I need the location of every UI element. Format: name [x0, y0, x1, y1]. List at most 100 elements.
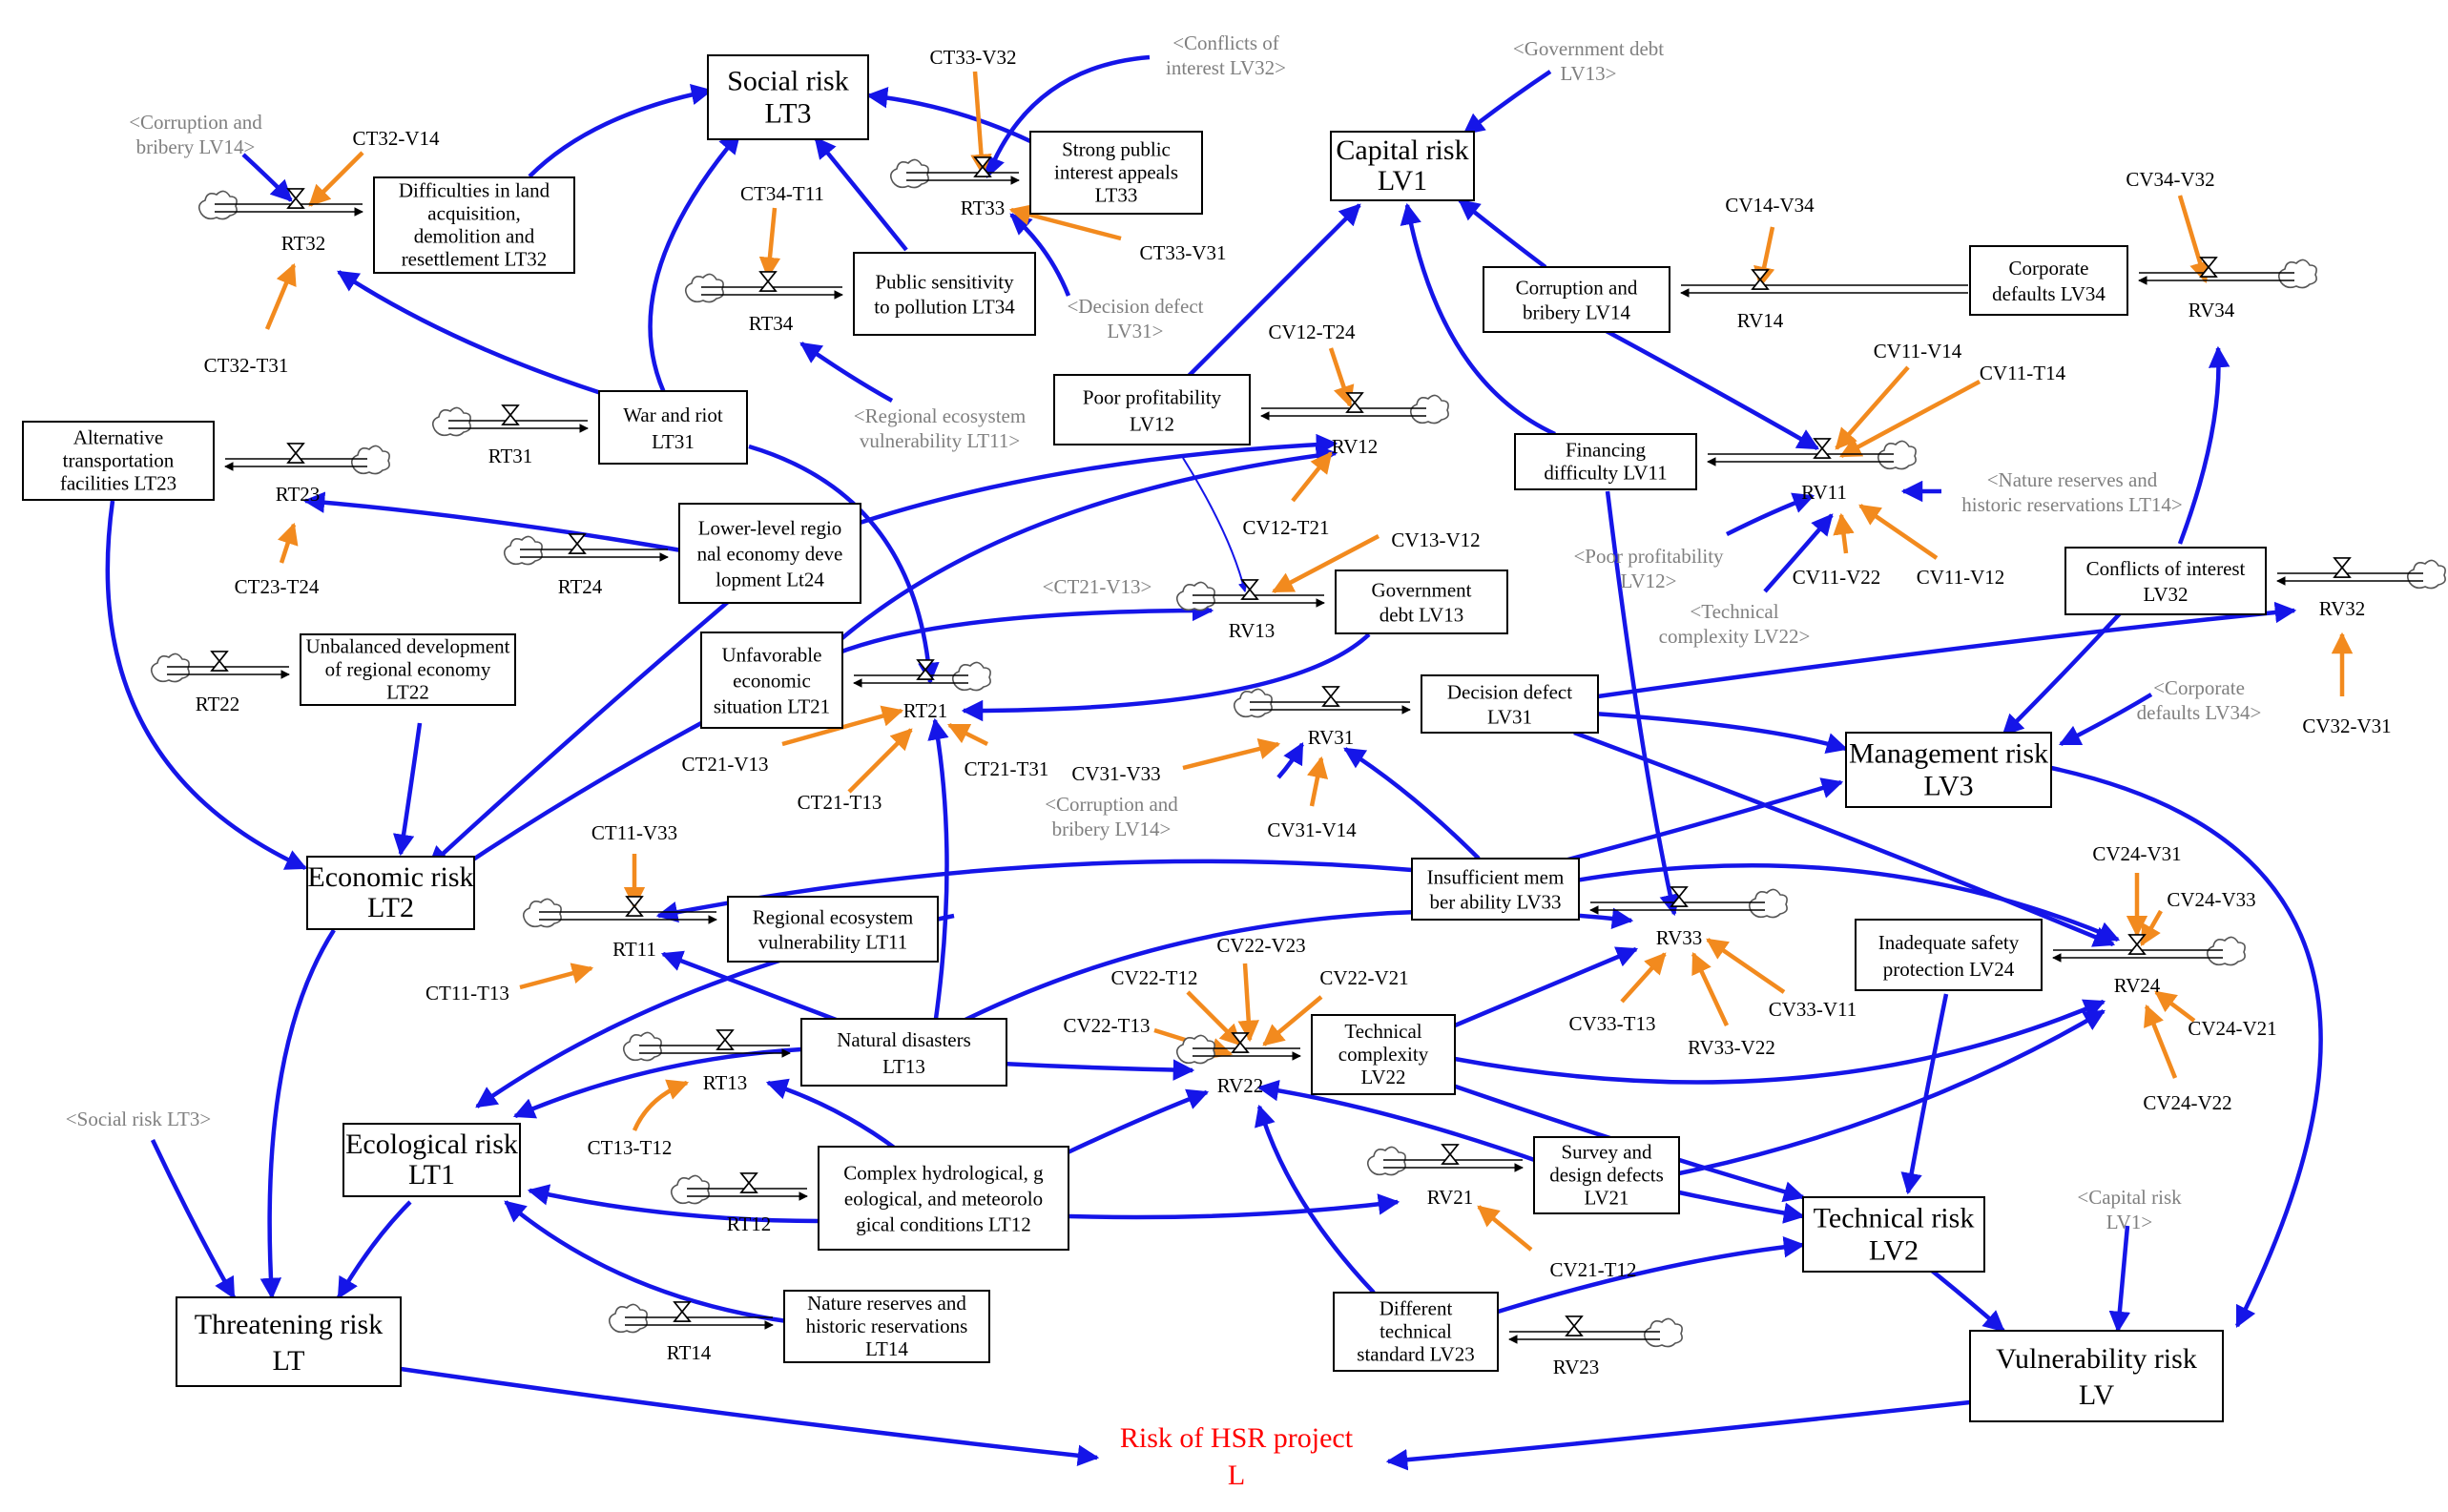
valve-icon — [568, 533, 587, 554]
olink-ct32-t31 — [264, 262, 297, 330]
stock-box — [700, 632, 843, 729]
constant-label-cv21-t12: CV21-T12 — [1550, 1258, 1637, 1281]
flow-rv12 — [1260, 392, 1449, 425]
link-threatening-to-target — [400, 1366, 1100, 1466]
shadow-text-line: <Poor profitability — [1573, 545, 1724, 568]
constant-label-cv31-v14: CV31-V14 — [1267, 818, 1357, 841]
link-complex-to-rt13 — [765, 1078, 899, 1151]
link-decision-to-rv24 — [1573, 730, 2116, 947]
link-lowerlevel-to-rv12 — [839, 433, 1338, 532]
stock-text-line: interest appeals — [1054, 161, 1178, 184]
stock-text-line: LV2 — [1869, 1235, 1919, 1267]
olink-cv11-v22 — [1833, 512, 1855, 554]
stock-text-line: difficulty LV11 — [1544, 462, 1667, 485]
stock-text-line: transportation — [63, 449, 175, 472]
olink-cv13-v12 — [1272, 534, 1380, 593]
stock-text-line: Regional ecosystem — [753, 905, 914, 928]
shadow-text-line: LV31> — [1108, 320, 1164, 342]
constant-label-cv12-t21: CV12-T21 — [1243, 516, 1330, 539]
link-conflicts-to-management — [2002, 609, 2125, 736]
stock-text-line: Different — [1380, 1297, 1453, 1320]
shadow-text-line: bribery LV14> — [1052, 818, 1172, 840]
flow-rv31 — [1233, 686, 1411, 718]
stock-text-line: Inadequate safety — [1878, 931, 2020, 954]
constant-label-ct23-t24: CT23-T24 — [235, 575, 320, 598]
stock-box — [800, 1018, 1007, 1087]
olink-cv24-v21 — [2154, 990, 2196, 1023]
cloud-icon — [350, 445, 390, 475]
shadow-text-line: LV13> — [1561, 62, 1617, 85]
olink-cv12-t21 — [1291, 451, 1333, 503]
link-ecological-to-threatening — [337, 1200, 412, 1299]
olink-cv11-v12 — [1858, 504, 1939, 560]
constant-label-ct11-v33: CT11-V33 — [591, 821, 677, 844]
cloud-icon — [951, 661, 991, 692]
link-poorprofit-to-capital — [1181, 203, 1361, 383]
valve-icon — [625, 896, 644, 917]
olink-cv11-t14 — [1839, 380, 1981, 458]
shadow-text-line: bribery LV14> — [136, 135, 256, 158]
link-different-to-technicalrisk — [1497, 1235, 1806, 1315]
constant-label-ct33-v31: CT33-V31 — [1140, 241, 1227, 264]
flow-pipes — [150, 156, 2446, 1348]
stock-text-line: Alternative — [73, 426, 163, 449]
link-conflicts-to-rv34 — [2177, 345, 2230, 545]
stock-text-line: Threatening risk — [195, 1309, 383, 1340]
cloud-icon — [889, 158, 929, 189]
olink-cv31-v33 — [1182, 737, 1281, 771]
link-shadow-conflicts-to-rt33 — [984, 54, 1151, 179]
flow-rt31 — [431, 404, 589, 437]
link-poorprofit-to-rv13 — [1182, 457, 1248, 592]
cloud-icon — [522, 898, 562, 928]
stock-box — [306, 856, 475, 930]
stock-text-line: Technical risk — [1814, 1203, 1975, 1234]
stock-box — [22, 421, 215, 501]
stock-text-line: Economic risk — [307, 861, 473, 893]
cloud-icon — [1643, 1317, 1683, 1348]
valve-icon — [1240, 579, 1259, 600]
stock-text-line: Difficulties in land — [399, 179, 550, 202]
constant-label-cv34-v32: CV34-V32 — [2126, 168, 2214, 191]
shadow-text-line: <Government debt — [1513, 37, 1664, 60]
link-complex-to-rv22 — [1063, 1088, 1210, 1157]
stock-difficulties-land: Difficulties in landacquisition,demoliti… — [373, 176, 575, 274]
flow-rt21 — [853, 659, 991, 692]
valve-label-rv14: RV14 — [1737, 309, 1784, 332]
stock-box — [342, 1123, 521, 1197]
valve-label-rv32: RV32 — [2319, 597, 2366, 620]
stock-text-line: LV1 — [1378, 165, 1427, 197]
shadow-text-line: <CT21-V13> — [1043, 575, 1152, 598]
stock-text-line: facilities LT23 — [60, 472, 176, 495]
link-natural-to-rv33 — [943, 907, 1634, 1032]
valve-label-rt32: RT32 — [281, 232, 326, 255]
cloud-icon — [2406, 559, 2446, 590]
link-natural-to-rt21 — [927, 717, 949, 1026]
valve-label-rv11: RV11 — [1801, 481, 1847, 504]
link-unbalanced-to-economic — [392, 722, 423, 857]
valve-icon — [1813, 438, 1832, 459]
stock-box — [853, 252, 1036, 336]
stock-text-line: Poor profitability — [1083, 385, 1222, 408]
valve-icon — [1751, 269, 1770, 290]
shadow-text-line: <Conflicts of — [1172, 31, 1279, 54]
flow-rv33 — [1589, 886, 1788, 919]
olink-cv24-v33 — [2140, 909, 2163, 946]
olink-cv33-v11 — [1706, 938, 1786, 994]
valve-icon — [286, 188, 305, 209]
stock-box — [1483, 266, 1670, 333]
valve-label-rv12: RV12 — [1332, 435, 1379, 458]
link-economic-to-threatening — [259, 928, 336, 1300]
link-survey-to-rv22 — [1256, 1079, 1546, 1167]
valve-label-rt34: RT34 — [749, 312, 794, 335]
